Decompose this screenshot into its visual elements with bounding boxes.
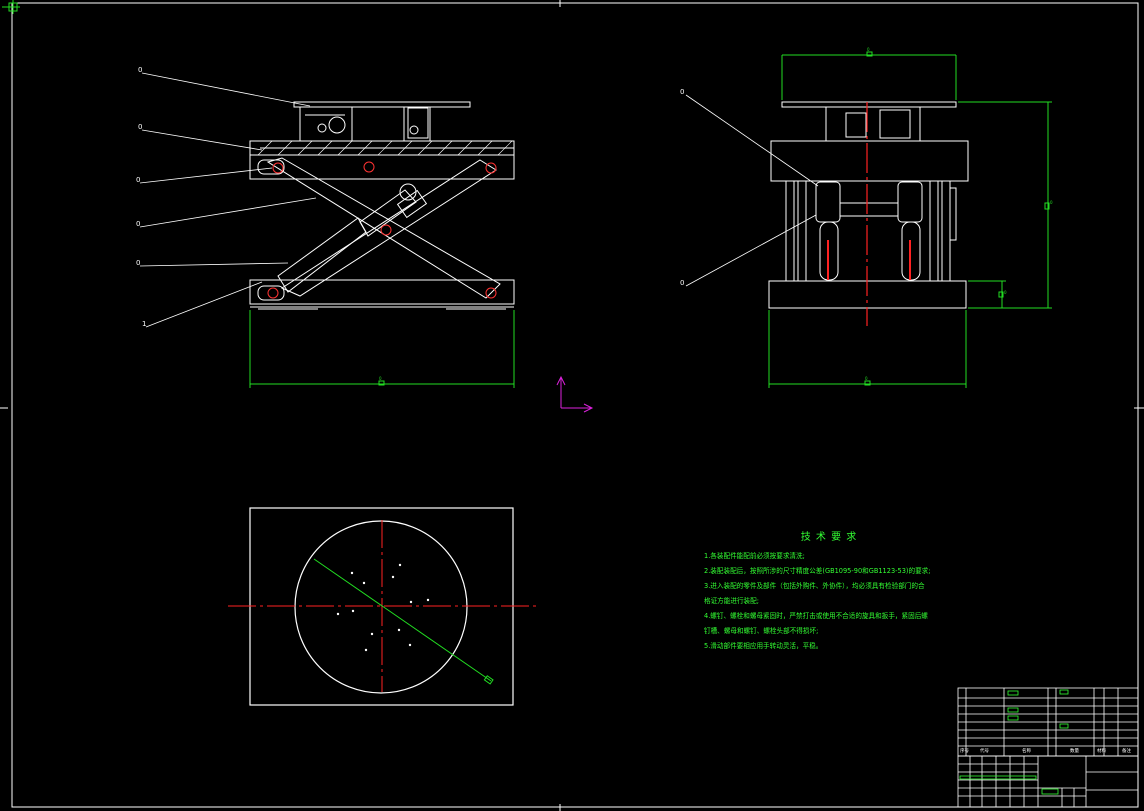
technical-requirements: 技 术 要 求 1.各装配件能配前必须按要求清洗; 2.装配装配后，按照所涉的尺…	[704, 528, 964, 654]
side-width-dim-text: 0	[865, 376, 868, 381]
callout-2: 0	[138, 123, 143, 131]
side-dimensions	[768, 51, 1052, 388]
side-base-height-dim-text: 0	[1004, 290, 1007, 295]
title-block-label: 备注	[1122, 749, 1131, 754]
title-block-fills	[959, 689, 1069, 795]
title-block-label: 序号	[960, 749, 969, 754]
side-view-centerline	[827, 102, 911, 326]
callout-3: 0	[136, 176, 141, 184]
title-block-label: 名称	[1022, 749, 1031, 754]
ucs-axis-icon	[556, 375, 594, 413]
callout-1: 0	[138, 66, 143, 74]
front-width-dimension	[249, 310, 515, 388]
callout-6: 1	[142, 320, 147, 328]
tech-requirement-line: 钉槽、螺母和螺钉、螺栓头部不得损坏;	[704, 627, 819, 635]
tech-requirements-title: 技 术 要 求	[800, 532, 858, 543]
tech-requirement-line: 1.各装配件能配前必须按要求清洗;	[704, 552, 805, 560]
front-view-leaders	[139, 72, 317, 328]
title-block-label: 材料	[1097, 749, 1106, 754]
side-height-dim-text: 0	[1050, 200, 1053, 205]
front-view	[249, 101, 515, 310]
tech-requirement-line: 3.进入装配的零件及部件（包括外购件、外协件），均必须具有检验部门的合	[704, 582, 925, 590]
title-block	[957, 687, 1139, 808]
corner-marker-icon	[2, 0, 20, 14]
tech-requirement-line: 2.装配装配后，按照所涉的尺寸精度公差(GB1095-90和GB1123-53)…	[704, 567, 931, 575]
callout-side-1: 0	[680, 88, 685, 96]
callout-side-2: 0	[680, 279, 685, 287]
tech-requirement-line: 格证方能进行装配;	[704, 597, 759, 605]
top-view-holes	[336, 563, 430, 652]
top-view-diagonal	[313, 558, 494, 685]
front-width-dim-text: 0	[379, 376, 382, 381]
title-block-label: 数量	[1070, 749, 1079, 754]
tech-requirement-line: 4.螺钉、螺栓和螺母紧固时，严禁打击或使用不合适的旋具和扳手，紧固后螺	[704, 612, 928, 620]
tech-requirement-line: 5.滑动部件要相应用手转动灵活，平稳。	[704, 642, 823, 650]
front-view-pins	[267, 161, 497, 299]
side-view-leaders	[685, 94, 819, 287]
title-block-label: 代号	[980, 749, 989, 754]
callout-4: 0	[136, 220, 141, 228]
side-view	[768, 101, 969, 309]
callout-5: 0	[136, 259, 141, 267]
side-top-width-dim-text: 0	[867, 47, 870, 52]
